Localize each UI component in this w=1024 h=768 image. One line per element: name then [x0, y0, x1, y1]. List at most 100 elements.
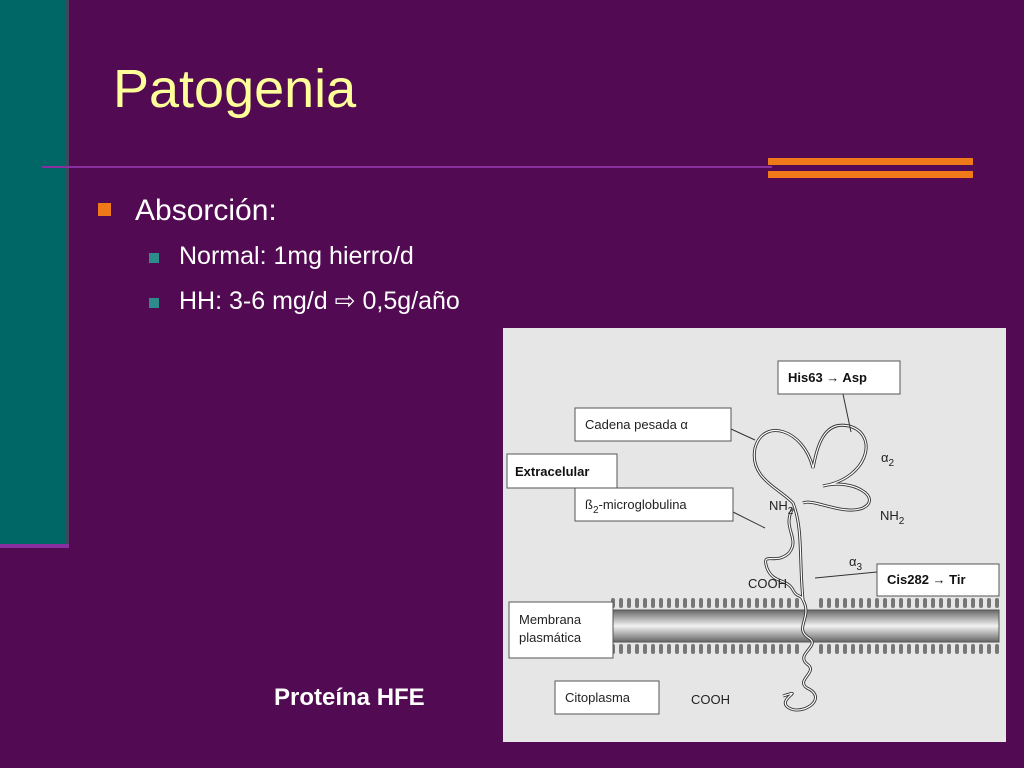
sub-bullet-marker: [149, 298, 159, 308]
cooh-top-label: COOH: [748, 576, 787, 591]
lipid-head: [867, 598, 871, 608]
lipid-head: [947, 598, 951, 608]
lipid-head: [619, 598, 623, 608]
cooh-bottom-label: COOH: [691, 692, 730, 707]
heavy-chain-label: Cadena pesada α: [585, 417, 688, 432]
cytoplasm-box: [554, 680, 660, 715]
lipid-head: [979, 598, 983, 608]
lipid-head: [691, 598, 695, 608]
lipid-head: [779, 644, 783, 654]
lipid-head: [971, 644, 975, 654]
lipid-head: [947, 644, 951, 654]
lipid-head: [635, 598, 639, 608]
mutation-his63-box: [777, 360, 901, 395]
lipid-head: [875, 644, 879, 654]
lipid-head: [915, 598, 919, 608]
lipid-head: [739, 598, 743, 608]
lipid-head: [899, 598, 903, 608]
lipid-head: [907, 598, 911, 608]
bullet-absorcion: Absorción:: [135, 194, 277, 227]
mutation-cis282-box: [876, 563, 1000, 597]
lipid-head: [931, 598, 935, 608]
lipid-head: [923, 598, 927, 608]
sub-bullet-marker: [149, 253, 159, 263]
lipid-head: [627, 644, 631, 654]
lipid-head: [955, 598, 959, 608]
lipid-head: [939, 644, 943, 654]
lipid-head: [683, 598, 687, 608]
lipid-head: [971, 598, 975, 608]
sub-bullet-normal: Normal: 1mg hierro/d: [179, 242, 414, 270]
lipid-head: [667, 598, 671, 608]
extracellular-label: Extracelular: [515, 464, 589, 479]
lipid-head: [843, 598, 847, 608]
pointer-lines: [730, 393, 878, 579]
lipid-head: [675, 598, 679, 608]
lipid-head: [755, 598, 759, 608]
lipid-head: [795, 598, 799, 608]
lipid-head: [763, 598, 767, 608]
lipid-head: [995, 598, 999, 608]
lipid-head: [867, 644, 871, 654]
cytoplasm-label: Citoplasma: [565, 690, 631, 705]
lipid-head: [931, 644, 935, 654]
lipid-head: [747, 644, 751, 654]
lipid-head: [875, 598, 879, 608]
lipid-head: [835, 598, 839, 608]
lipid-head: [843, 644, 847, 654]
lipid-head: [635, 644, 639, 654]
lipid-head: [707, 598, 711, 608]
side-bar: [0, 0, 66, 547]
lipid-head: [667, 644, 671, 654]
lipid-head: [771, 598, 775, 608]
b2-microglobulin-label: ß2-microglobulina: [585, 497, 687, 516]
lipid-head: [851, 598, 855, 608]
lipid-head: [723, 598, 727, 608]
lipid-head: [699, 598, 703, 608]
lipid-head: [963, 598, 967, 608]
lipid-head: [659, 644, 663, 654]
b2-microglobulin-box: [574, 487, 734, 522]
lipid-head: [627, 598, 631, 608]
lipid-head: [987, 598, 991, 608]
lipid-head: [955, 644, 959, 654]
slide-title: Patogenia: [113, 59, 357, 119]
lipid-head: [715, 598, 719, 608]
lipid-head: [787, 598, 791, 608]
membrane-lipid-heads: [611, 598, 999, 654]
lipid-head: [859, 598, 863, 608]
lipid-head: [851, 644, 855, 654]
lipid-head: [723, 644, 727, 654]
mutation-his63-label: His63 → Asp: [788, 370, 867, 385]
alpha3-label: α3: [849, 554, 863, 573]
accent-stripe-bottom: [768, 171, 973, 178]
bullet-marker: [98, 203, 111, 216]
nh2-right-label: NH2: [880, 508, 905, 527]
lipid-head: [891, 598, 895, 608]
lipid-head: [835, 644, 839, 654]
lipid-head: [787, 644, 791, 654]
membrane-label-line2: plasmática: [519, 630, 582, 645]
lipid-head: [675, 644, 679, 654]
lipid-head: [683, 644, 687, 654]
lipid-head: [643, 598, 647, 608]
extracellular-box: [506, 453, 618, 489]
lipid-head: [771, 644, 775, 654]
lipid-head: [995, 644, 999, 654]
side-bar-edge: [66, 0, 69, 547]
lipid-head: [779, 598, 783, 608]
heavy-chain-box: [574, 407, 732, 442]
lipid-head: [907, 644, 911, 654]
lipid-head: [795, 644, 799, 654]
protein-chain-outline: [753, 424, 870, 711]
lipid-head: [699, 644, 703, 654]
lipid-head: [763, 644, 767, 654]
lipid-head: [923, 644, 927, 654]
lipid-head: [707, 644, 711, 654]
alpha2-label: α2: [881, 450, 895, 469]
lipid-head: [827, 644, 831, 654]
lipid-head: [715, 644, 719, 654]
lipid-head: [883, 598, 887, 608]
membrane-box: [508, 601, 614, 659]
lipid-head: [747, 598, 751, 608]
